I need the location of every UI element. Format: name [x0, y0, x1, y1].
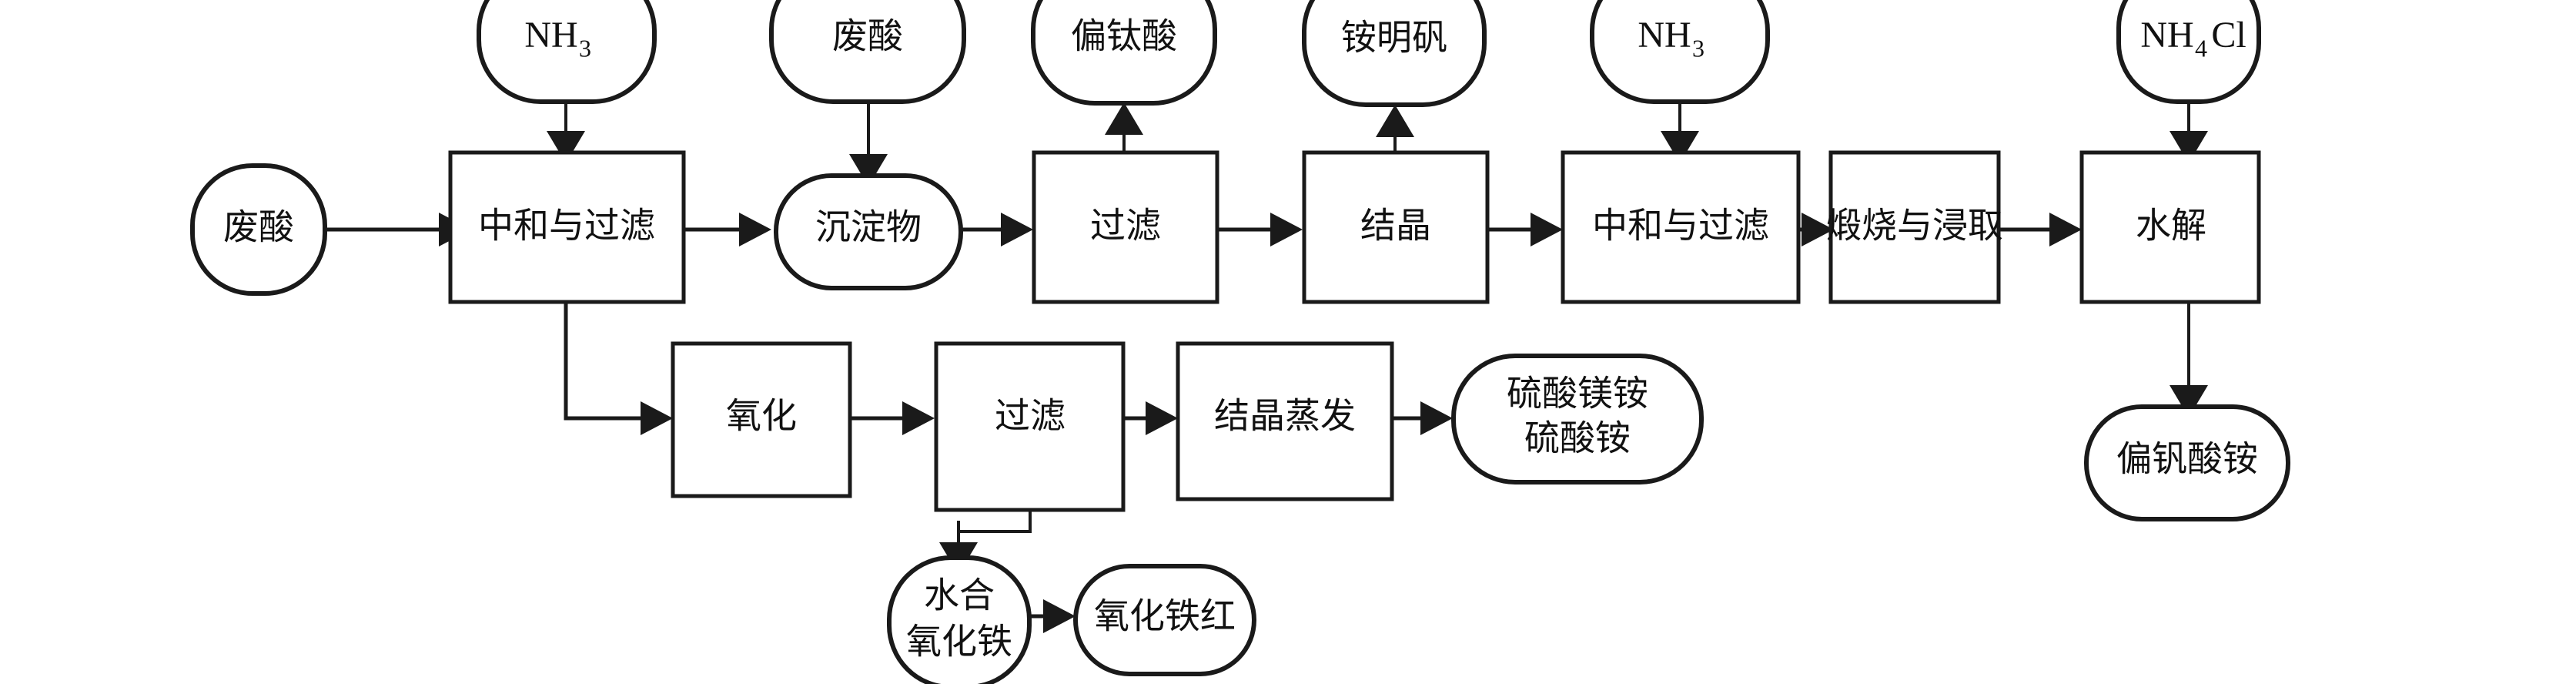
node-nh4cl-subscript: 4 [2195, 34, 2207, 62]
node-iron-oxide-red-label: 氧化铁红 [1094, 597, 1236, 636]
edge-neutralize1-to-oxidation [564, 302, 673, 435]
node-metatitanic-acid-label: 偏钛酸 [1071, 17, 1177, 56]
node-waste-acid-input[interactable]: 废酸 [190, 163, 327, 296]
node-ammonium-sulfates-line2: 硫酸铵 [1524, 419, 1631, 458]
node-crystallize[interactable]: 结晶 [1302, 150, 1490, 304]
node-metatitanic-acid[interactable]: 偏钛酸 [1031, 0, 1217, 106]
edge-crystallize-to-ammonium-alum [1376, 105, 1414, 153]
node-nh3-2-label: NH [1638, 15, 1691, 55]
node-crystallize-label: 结晶 [1360, 206, 1431, 246]
node-hydrated-iron-oxide-line1: 水合 [924, 576, 995, 615]
node-filter-1[interactable]: 过滤 [1032, 150, 1219, 304]
node-nh3-1-subscript: 3 [579, 34, 591, 62]
edge-hydrated-iron-oxide-to-iron-oxide-red [1030, 599, 1076, 633]
node-hydrolysis-label: 水解 [2136, 206, 2206, 246]
edge-filter1-to-metatitanic-acid [1105, 102, 1143, 153]
node-nh3-1[interactable]: NH 3 [477, 0, 657, 104]
edge-waste-acid-2-to-precipitate [849, 100, 888, 186]
node-ammonium-alum-label: 铵明矾 [1341, 18, 1447, 58]
edge-filter1-to-crystallize [1218, 213, 1303, 246]
node-neutralize-filter-2[interactable]: 中和与过滤 [1561, 150, 1801, 304]
node-nh3-2-subscript: 3 [1692, 34, 1705, 62]
node-filter-2-label: 过滤 [995, 397, 1066, 436]
node-hydrolysis[interactable]: 水解 [2079, 150, 2261, 304]
node-waste-acid-top[interactable]: 废酸 [769, 0, 966, 104]
node-crystallize-evaporate-label: 结晶蒸发 [1214, 397, 1356, 436]
edge-crystallize-evaporate-to-sulfates [1392, 401, 1453, 435]
edge-calcine-to-hydrolysis [1999, 213, 2082, 246]
node-crystallize-evaporate[interactable]: 结晶蒸发 [1176, 341, 1394, 501]
node-iron-oxide-red[interactable]: 氧化铁红 [1073, 564, 1256, 676]
edge-crystallize-to-neutralize2 [1487, 213, 1563, 246]
edge-nh4cl-to-hydrolysis [2170, 100, 2208, 163]
node-nh3-2[interactable]: NH 3 [1590, 0, 1770, 104]
node-filter-2[interactable]: 过滤 [934, 341, 1126, 512]
edge-neutralize2-to-calcine [1798, 213, 1834, 246]
node-oxidation-label: 氧化 [726, 397, 797, 436]
node-nh4cl-label: NH [2140, 15, 2193, 55]
edge-neutralize1-to-precipitate [685, 213, 771, 246]
edge-hydrolysis-to-ammonium-metavanadate [2170, 302, 2208, 417]
node-neutralize-filter-2-label: 中和与过滤 [1592, 206, 1769, 246]
node-ammonium-metavanadate[interactable]: 偏钒酸铵 [2084, 404, 2290, 521]
node-nh4cl[interactable]: NH 4 Cl [2116, 0, 2261, 104]
node-hydrated-iron-oxide-line2: 氧化铁 [906, 622, 1012, 662]
node-neutralize-filter-1[interactable]: 中和与过滤 [448, 150, 686, 304]
node-nh3-1-label: NH [524, 15, 577, 55]
node-ammonium-alum[interactable]: 铵明矾 [1302, 0, 1487, 107]
edge-precipitate-to-filter1 [961, 213, 1033, 246]
node-nh4cl-label-suffix: Cl [2211, 15, 2246, 55]
edge-nh3-2-to-neutralize2 [1661, 100, 1699, 163]
node-precipitate-label: 沉淀物 [815, 208, 922, 247]
node-ammonium-sulfates-line1: 硫酸镁铵 [1507, 374, 1648, 414]
node-oxidation[interactable]: 氧化 [671, 341, 852, 498]
node-precipitate[interactable]: 沉淀物 [774, 173, 963, 290]
edge-nh3-1-to-neutralize1 [547, 100, 585, 163]
node-hydrated-iron-oxide[interactable]: 水合 氧化铁 [887, 555, 1032, 684]
node-waste-acid-input-label: 废酸 [223, 208, 294, 247]
node-neutralize-filter-1-label: 中和与过滤 [478, 206, 655, 246]
node-waste-acid-top-label: 废酸 [832, 17, 903, 56]
node-ammonium-metavanadate-label: 偏钒酸铵 [2116, 440, 2258, 479]
edge-filter2-to-crystallize-evaporate [1123, 401, 1178, 435]
node-calcine-leach[interactable]: 煅烧与浸取 [1826, 150, 2003, 304]
node-filter-1-label: 过滤 [1090, 206, 1161, 246]
node-ammonium-sulfates[interactable]: 硫酸镁铵 硫酸铵 [1451, 354, 1704, 484]
node-calcine-leach-label: 煅烧与浸取 [1826, 206, 2003, 246]
edge-oxidation-to-filter2 [849, 401, 935, 435]
